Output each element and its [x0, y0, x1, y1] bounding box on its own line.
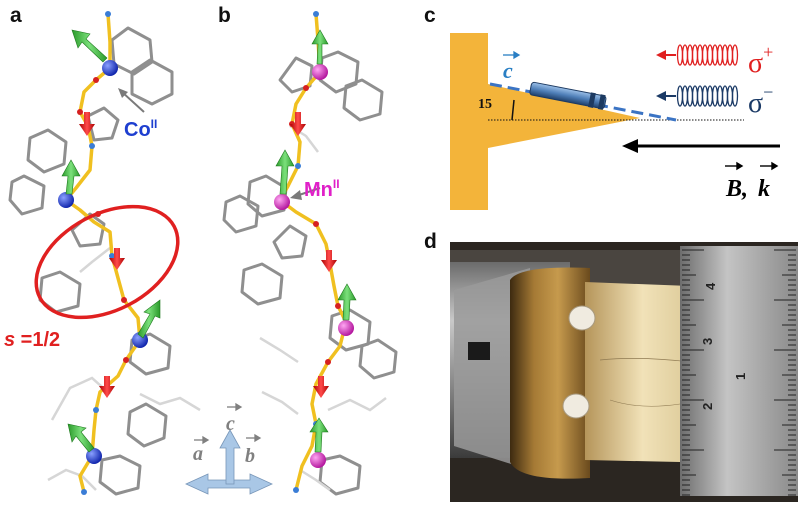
- svg-text:3: 3: [700, 338, 715, 345]
- red-spin-arrow-icon: [290, 112, 337, 398]
- cobalt-label: CoII: [124, 117, 157, 141]
- panel-label-d: d: [424, 230, 437, 253]
- manganese-atom: [310, 452, 326, 468]
- field-label: B,k: [725, 176, 770, 202]
- panel-d-photo: 4 3 2 1: [450, 242, 798, 502]
- manganese-label: MnII: [304, 177, 340, 201]
- panel-b-chain: [222, 11, 398, 496]
- panel-c-setup: [450, 33, 780, 210]
- manganese-atom: [312, 64, 328, 80]
- panel-a-chain: [8, 11, 201, 496]
- svg-text:2: 2: [700, 403, 715, 410]
- panel-label-b: b: [218, 4, 231, 27]
- green-spin-arrow-icon: [275, 29, 357, 453]
- cobalt-atom: [102, 60, 118, 76]
- cobalt-atom: [86, 448, 102, 464]
- spin-label: s =1/2: [4, 329, 60, 351]
- axis-labels: c a b: [193, 413, 255, 467]
- angle-arc: [511, 99, 515, 121]
- sample-holder: [450, 33, 640, 210]
- axis-label-b: b: [245, 445, 255, 467]
- red-spin-arrow-icon: [79, 112, 125, 398]
- svg-text:1: 1: [733, 373, 748, 380]
- panel-label-c: c: [424, 4, 436, 27]
- axis-label-a: a: [193, 443, 203, 465]
- sigma-minus-helix: [664, 85, 739, 107]
- c-axis-label: c: [503, 58, 513, 83]
- sigma-plus-label: σ+: [748, 42, 773, 79]
- angle-value: 15: [478, 97, 492, 112]
- panel-label-a: a: [10, 4, 22, 27]
- manganese-pointer-head: [290, 190, 302, 200]
- cobalt-pointer: [121, 91, 145, 113]
- manganese-atom: [274, 194, 290, 210]
- manganese-atom: [338, 320, 354, 336]
- sample-rod: [529, 81, 607, 110]
- ruler: [680, 246, 798, 496]
- axis-label-c: c: [226, 413, 235, 435]
- cobalt-atom: [58, 192, 74, 208]
- spin-half-highlight: [34, 204, 180, 320]
- svg-text:4: 4: [703, 282, 718, 290]
- sigma-minus-label: σ−: [748, 82, 773, 119]
- crystal-axes-icon: [185, 429, 273, 495]
- sigma-plus-helix: [664, 44, 739, 66]
- cobalt-pointer-head: [118, 88, 128, 98]
- green-spin-arrow-icon: [61, 29, 161, 453]
